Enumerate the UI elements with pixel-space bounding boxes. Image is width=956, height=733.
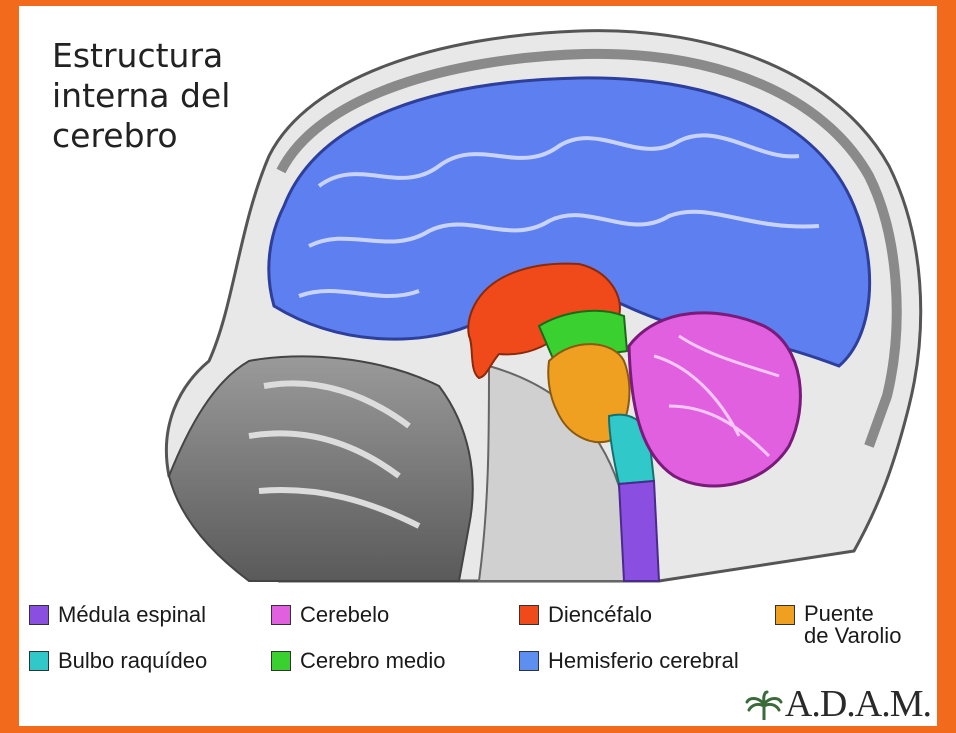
legend-label: Puente de Varolio — [804, 603, 901, 647]
tree-icon — [745, 690, 783, 720]
legend-label: Hemisferio cerebral — [548, 649, 739, 673]
adam-logo: A.D.A.M. — [745, 682, 931, 726]
legend-label: Médula espinal — [58, 603, 206, 627]
legend-swatch — [775, 605, 795, 625]
logo-text: A.D.A.M. — [785, 682, 931, 726]
legend-swatch — [519, 605, 539, 625]
legend-item-cerebro-medio: Cerebro medio — [271, 649, 446, 673]
legend-swatch — [271, 651, 291, 671]
legend-item-hemisferio: Hemisferio cerebral — [519, 649, 739, 673]
diagram-title: Estructura interna del cerebro — [52, 36, 230, 156]
diagram-frame: Estructura interna del cerebro Médula es… — [19, 6, 937, 726]
legend-item-bulbo: Bulbo raquídeo — [29, 649, 207, 673]
legend-item-puente: Puente de Varolio — [775, 603, 901, 647]
legend-item-cerebelo: Cerebelo — [271, 603, 389, 627]
spinal-cord — [619, 481, 659, 581]
legend-swatch — [519, 651, 539, 671]
legend-label: Cerebelo — [300, 603, 389, 627]
legend-item-medula: Médula espinal — [29, 603, 206, 627]
legend-swatch — [29, 651, 49, 671]
legend-label: Diencéfalo — [548, 603, 652, 627]
legend-label: Bulbo raquídeo — [58, 649, 207, 673]
legend-swatch — [29, 605, 49, 625]
legend-label: Cerebro medio — [300, 649, 446, 673]
legend-item-diencefalo: Diencéfalo — [519, 603, 652, 627]
legend-swatch — [271, 605, 291, 625]
